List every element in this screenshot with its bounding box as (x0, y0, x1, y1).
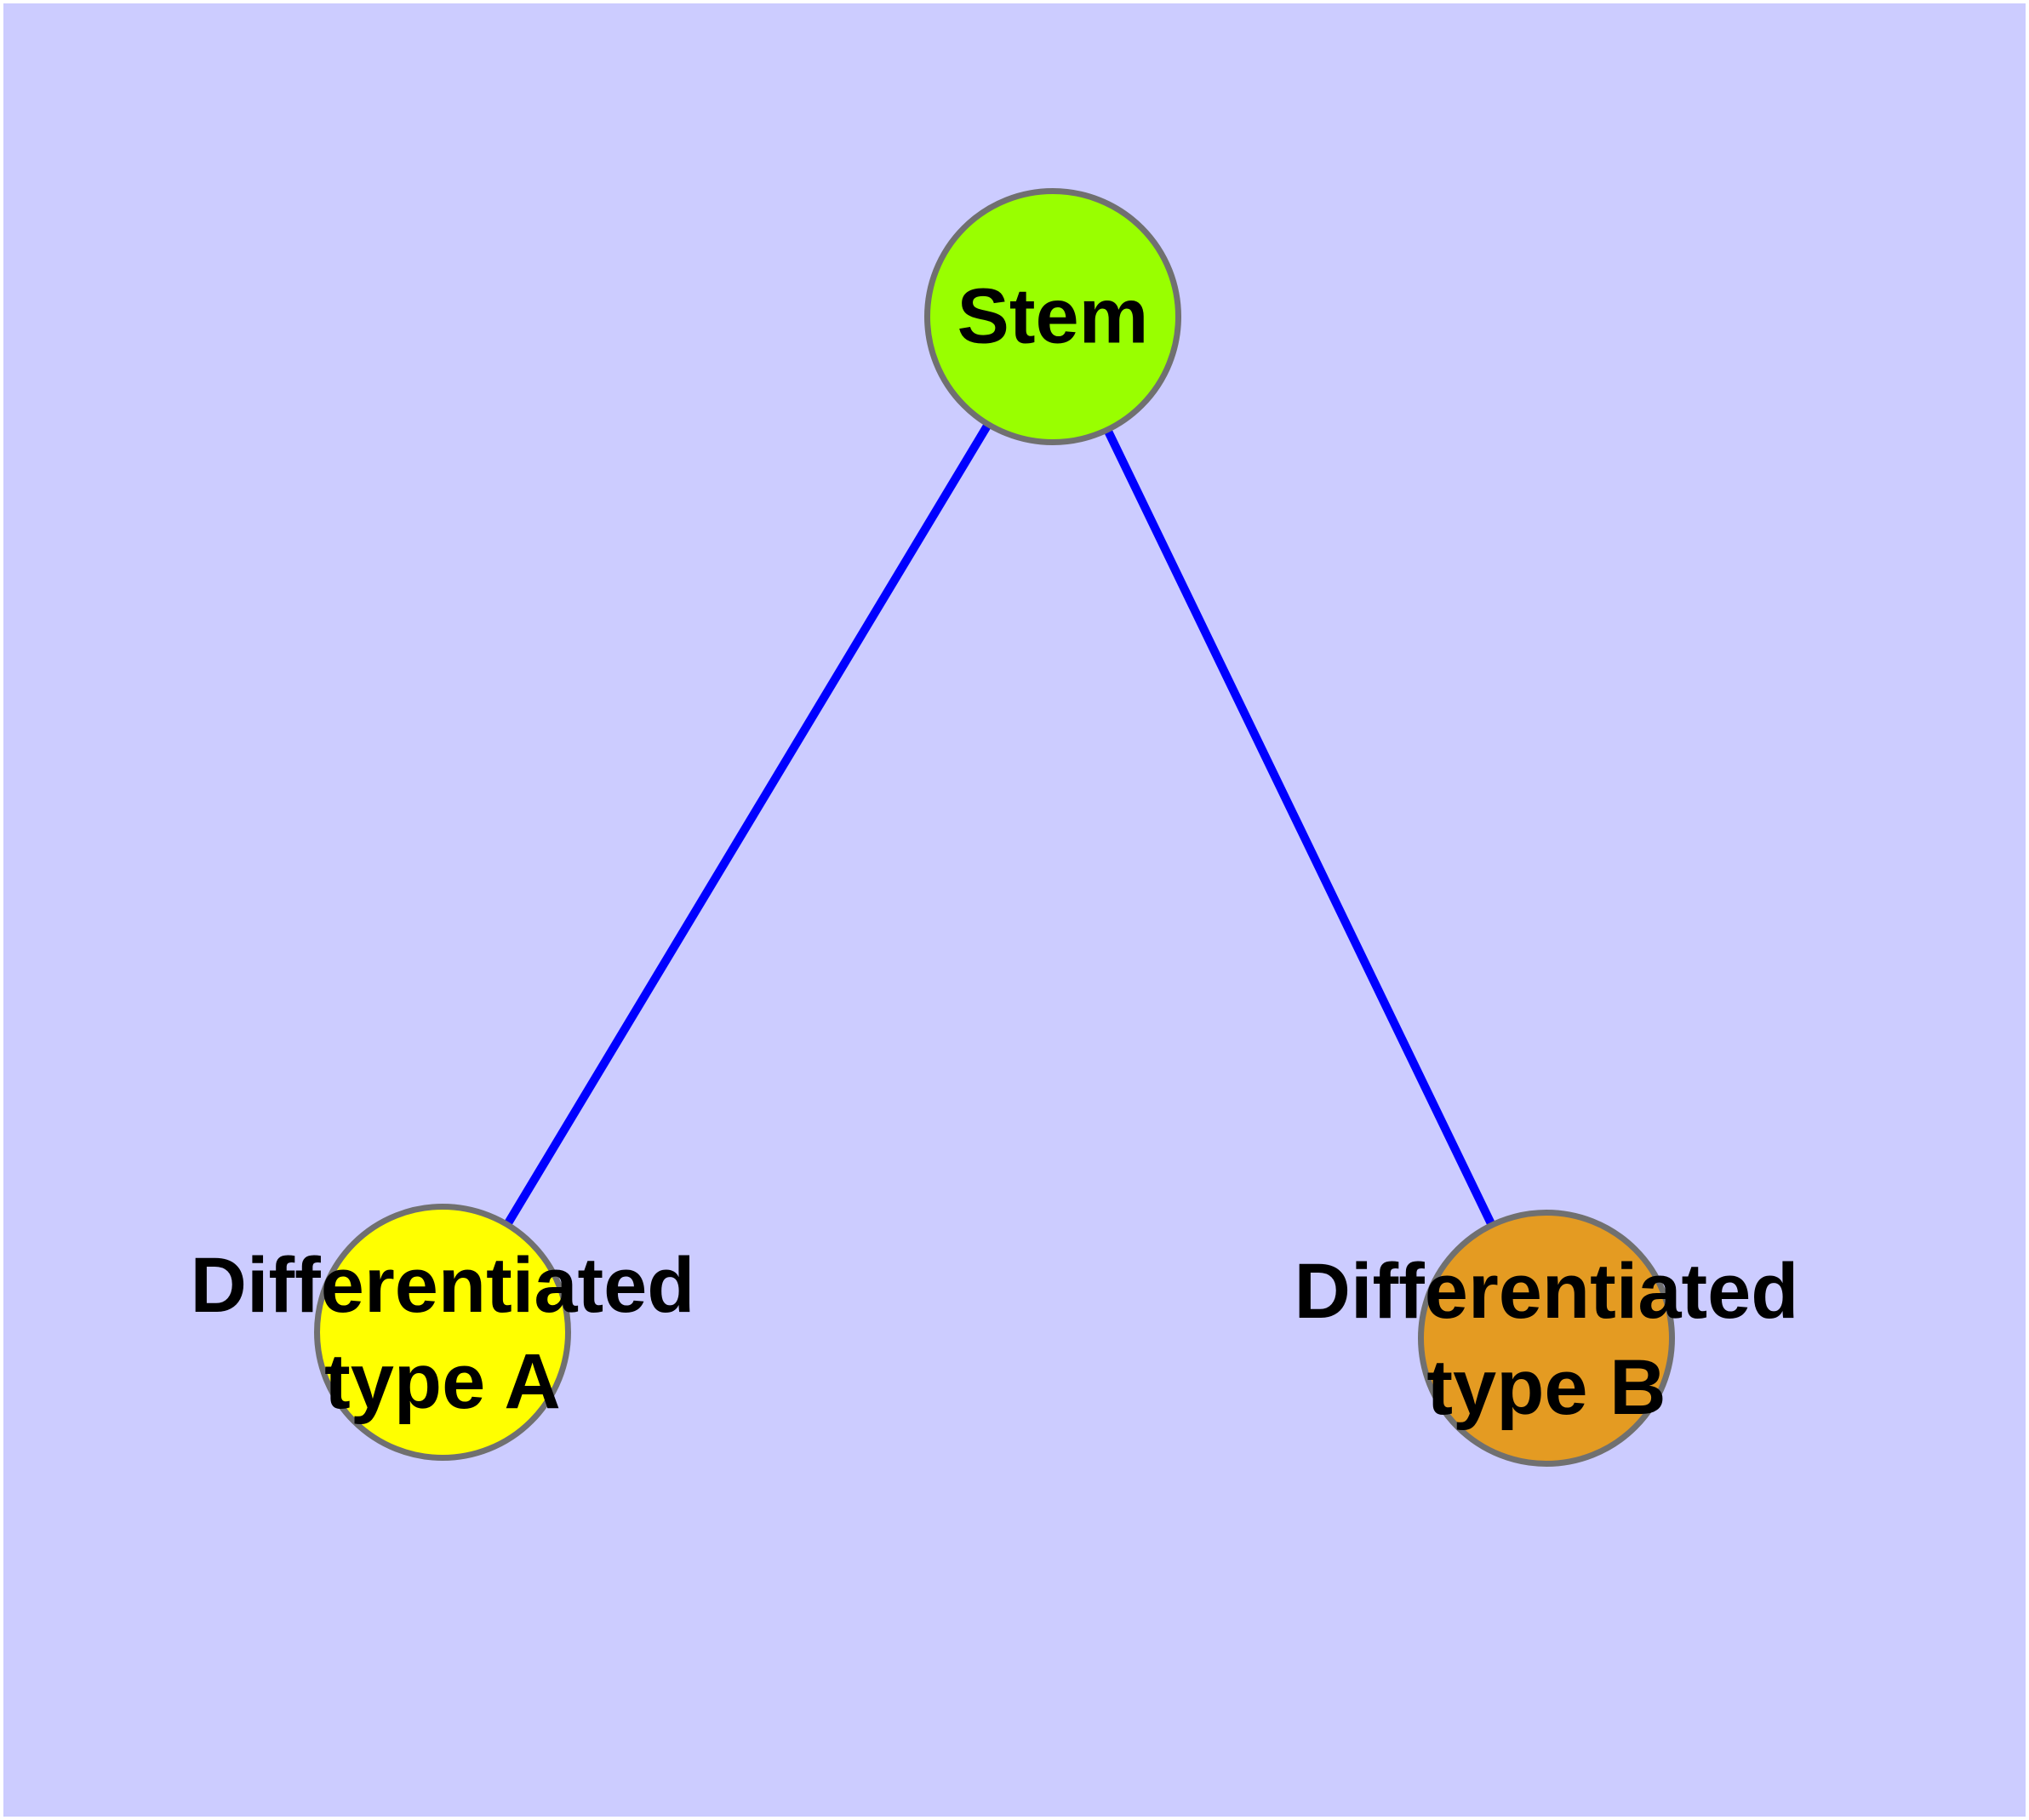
node-type-b-label: Differentiated type B (1295, 1244, 1799, 1436)
graph-edges (438, 314, 1551, 1341)
label-line: type B (1426, 1344, 1666, 1431)
node-differentiated-type-a (314, 1204, 571, 1461)
diagram-canvas: Stem Differentiated type A Differentiate… (3, 3, 2026, 1817)
edge-stem-to-type-b (1049, 314, 1551, 1341)
label-line: Differentiated (190, 1242, 695, 1329)
edge-stem-to-type-a (438, 314, 1057, 1335)
node-type-a-label: Differentiated type A (191, 1238, 695, 1430)
node-stem-label: Stem (957, 269, 1149, 365)
label-line: Stem (957, 272, 1149, 360)
label-line: type A (324, 1338, 561, 1425)
node-stem (924, 188, 1181, 445)
node-differentiated-type-b (1418, 1210, 1675, 1467)
label-line: Differentiated (1294, 1248, 1799, 1335)
